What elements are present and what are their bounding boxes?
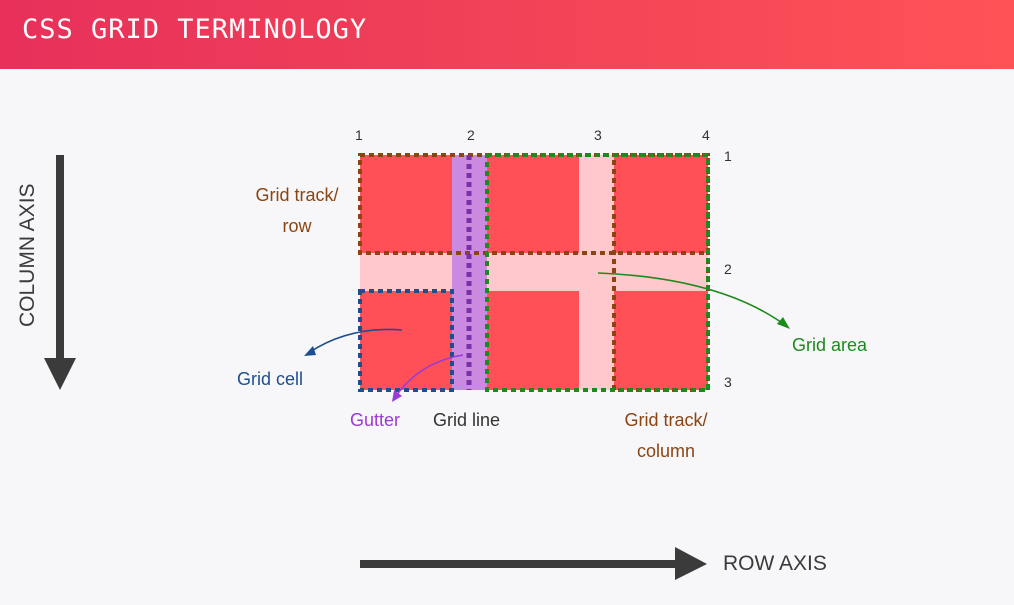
grid-area-outline [485,153,710,392]
grid-cell-arrow [309,328,403,353]
grid-line-label: Grid line [433,410,501,430]
grid-cell-r1c3 [614,155,708,253]
grid-track-row-label-line1: Grid track/ [255,185,339,205]
grid-track-row-label: Grid track/ row [238,180,356,242]
grid-area-arrow [597,272,786,326]
grid-area-label: Grid area [792,335,868,355]
row-line-number: 2 [724,261,732,277]
row-line-number: 3 [724,374,732,390]
gutter-arrow [395,354,464,397]
gutter-arrowhead [392,390,402,402]
column-axis-arrow-shaft [56,155,64,362]
grid-cell-outline [358,289,454,392]
header-bar: CSS GRID TERMINOLOGY [0,0,1014,69]
column-line-number: 3 [594,127,602,143]
grid-cell-r1c2 [487,155,579,253]
column-axis-arrowhead [44,358,76,390]
gutter-label: Gutter [350,410,401,430]
column-axis-label: COLUMN AXIS [16,183,39,327]
grid-track-column-label-line1: Grid track/ [624,410,708,430]
grid-cell-r2c1 [360,291,452,390]
row-line-number: 1 [724,148,732,164]
grid-track-row-label-line2: row [282,216,312,236]
grid-track-column-label-line2: column [636,441,696,461]
grid-track-column-label: Grid track/ column [610,405,722,467]
grid-cell-r2c3 [614,291,708,390]
column-line-number: 1 [355,127,363,143]
grid-cell-arrowhead [304,346,316,356]
row-axis-arrow-shaft [360,560,680,568]
column-line-number: 4 [702,127,710,143]
grid-cell-r2c2 [487,291,579,390]
grid-cell-r1c1 [360,155,452,253]
row-axis-label: ROW AXIS [723,552,827,575]
page-title: CSS GRID TERMINOLOGY [22,14,368,45]
column-line-number: 2 [467,127,475,143]
grid-cell-label: Grid cell [237,369,304,389]
row-axis-arrowhead [675,547,707,580]
grid-area-arrowhead [777,317,790,329]
